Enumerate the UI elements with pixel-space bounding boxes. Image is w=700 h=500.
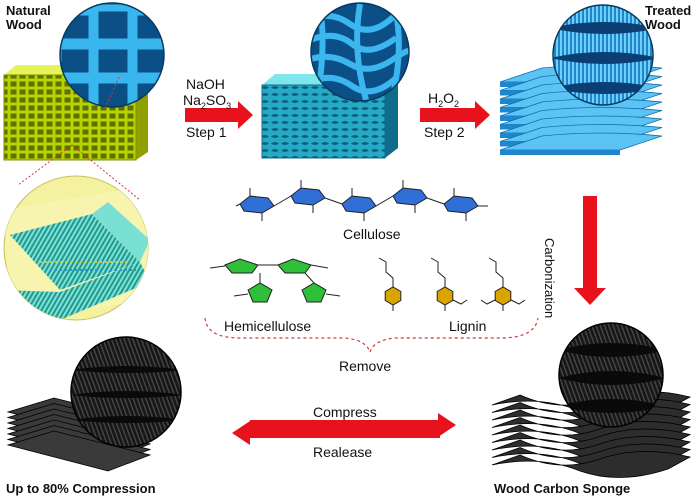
cellulose-structure	[235, 180, 488, 221]
release-arrow	[232, 421, 440, 445]
methoxy-group	[480, 299, 496, 305]
glucose-ring	[341, 195, 377, 214]
glycosidic-bond	[375, 195, 394, 207]
hemicellulose-structure	[209, 258, 341, 303]
step1-label: Step 1	[186, 124, 227, 140]
treated-wood-label-line1: Treated	[645, 3, 692, 18]
step1-reagent-naoh: NaOH	[186, 76, 225, 92]
treated-wood-label: Treated Wood	[645, 4, 691, 32]
step1-arrow	[185, 101, 253, 129]
compressed-sheet	[6, 430, 152, 472]
step1-reagent2-sub2: 3	[226, 100, 232, 111]
glycosidic-bond	[273, 195, 292, 207]
glycosidic-bond	[426, 197, 445, 205]
carbonization-label: Carbonization	[542, 238, 557, 319]
lignin-side-chain	[488, 257, 504, 287]
wood-carbon-sponge-zoom	[558, 322, 664, 428]
compress-label: Compress	[313, 404, 377, 420]
step2-reagent-h2o2: H2O2	[428, 90, 459, 109]
step2-label: Step 2	[424, 124, 465, 140]
glucose-ring	[290, 187, 326, 206]
step2-reagent-sub1: 2	[438, 98, 444, 109]
glucose-ring	[239, 195, 275, 214]
release-label: Realease	[313, 444, 373, 460]
step2-arrow	[420, 101, 490, 129]
cell-wall-zoom	[3, 175, 149, 321]
sponge-caption: Wood Carbon Sponge	[494, 481, 631, 496]
lignin-structures	[378, 257, 526, 311]
treated-wood-label-line2: Wood	[645, 17, 681, 32]
step1-reagent-na2so3: Na2SO3	[183, 92, 231, 111]
natural-wood-zoom	[59, 2, 165, 108]
treated-wood-zoom	[552, 4, 654, 106]
chain-end	[235, 203, 241, 207]
remove-label: Remove	[339, 358, 392, 374]
cellulose-label: Cellulose	[343, 226, 401, 242]
remove-brace	[204, 317, 539, 354]
sponge-sheet	[491, 451, 692, 478]
lignin-label: Lignin	[449, 318, 487, 334]
lignin-aromatic-ring	[384, 286, 402, 306]
lignin-aromatic-ring	[494, 286, 512, 306]
lignin-side-chain	[430, 257, 446, 287]
compressed-sponge-zoom	[70, 336, 182, 448]
methoxy-group	[452, 299, 468, 305]
natural-wood-label-line2: Wood	[6, 17, 42, 32]
glucose-ring	[392, 187, 428, 206]
treated-wood-sheet	[499, 132, 663, 151]
step2-reagent-sub2: 2	[454, 98, 460, 109]
glucose-ring	[443, 195, 479, 214]
compress-arrow	[250, 413, 456, 437]
lignin-side-chain	[378, 257, 394, 287]
zoom-dotted-lines	[17, 74, 141, 201]
step1-reagent2-part2: SO	[205, 92, 227, 108]
hemicellulose-label: Hemicellulose	[224, 318, 312, 334]
step1-reagent2-sub1: 2	[200, 100, 206, 111]
compression-caption: Up to 80% Compression	[6, 481, 156, 496]
natural-wood-label: Natural Wood	[6, 4, 51, 32]
natural-wood-label-line1: Natural	[6, 3, 51, 18]
step1-reagent2-part1: Na	[183, 92, 201, 108]
glycosidic-bond	[324, 197, 343, 205]
step2-reagent-part1: H	[428, 90, 439, 106]
step2-reagent-part2: O	[443, 90, 455, 106]
lignin-aromatic-ring	[436, 286, 454, 306]
treated-wood-sheet-edge	[500, 150, 620, 155]
methoxy-group	[510, 299, 526, 305]
carbonization-arrow	[574, 196, 606, 305]
delignified-wood-zoom	[310, 2, 410, 102]
